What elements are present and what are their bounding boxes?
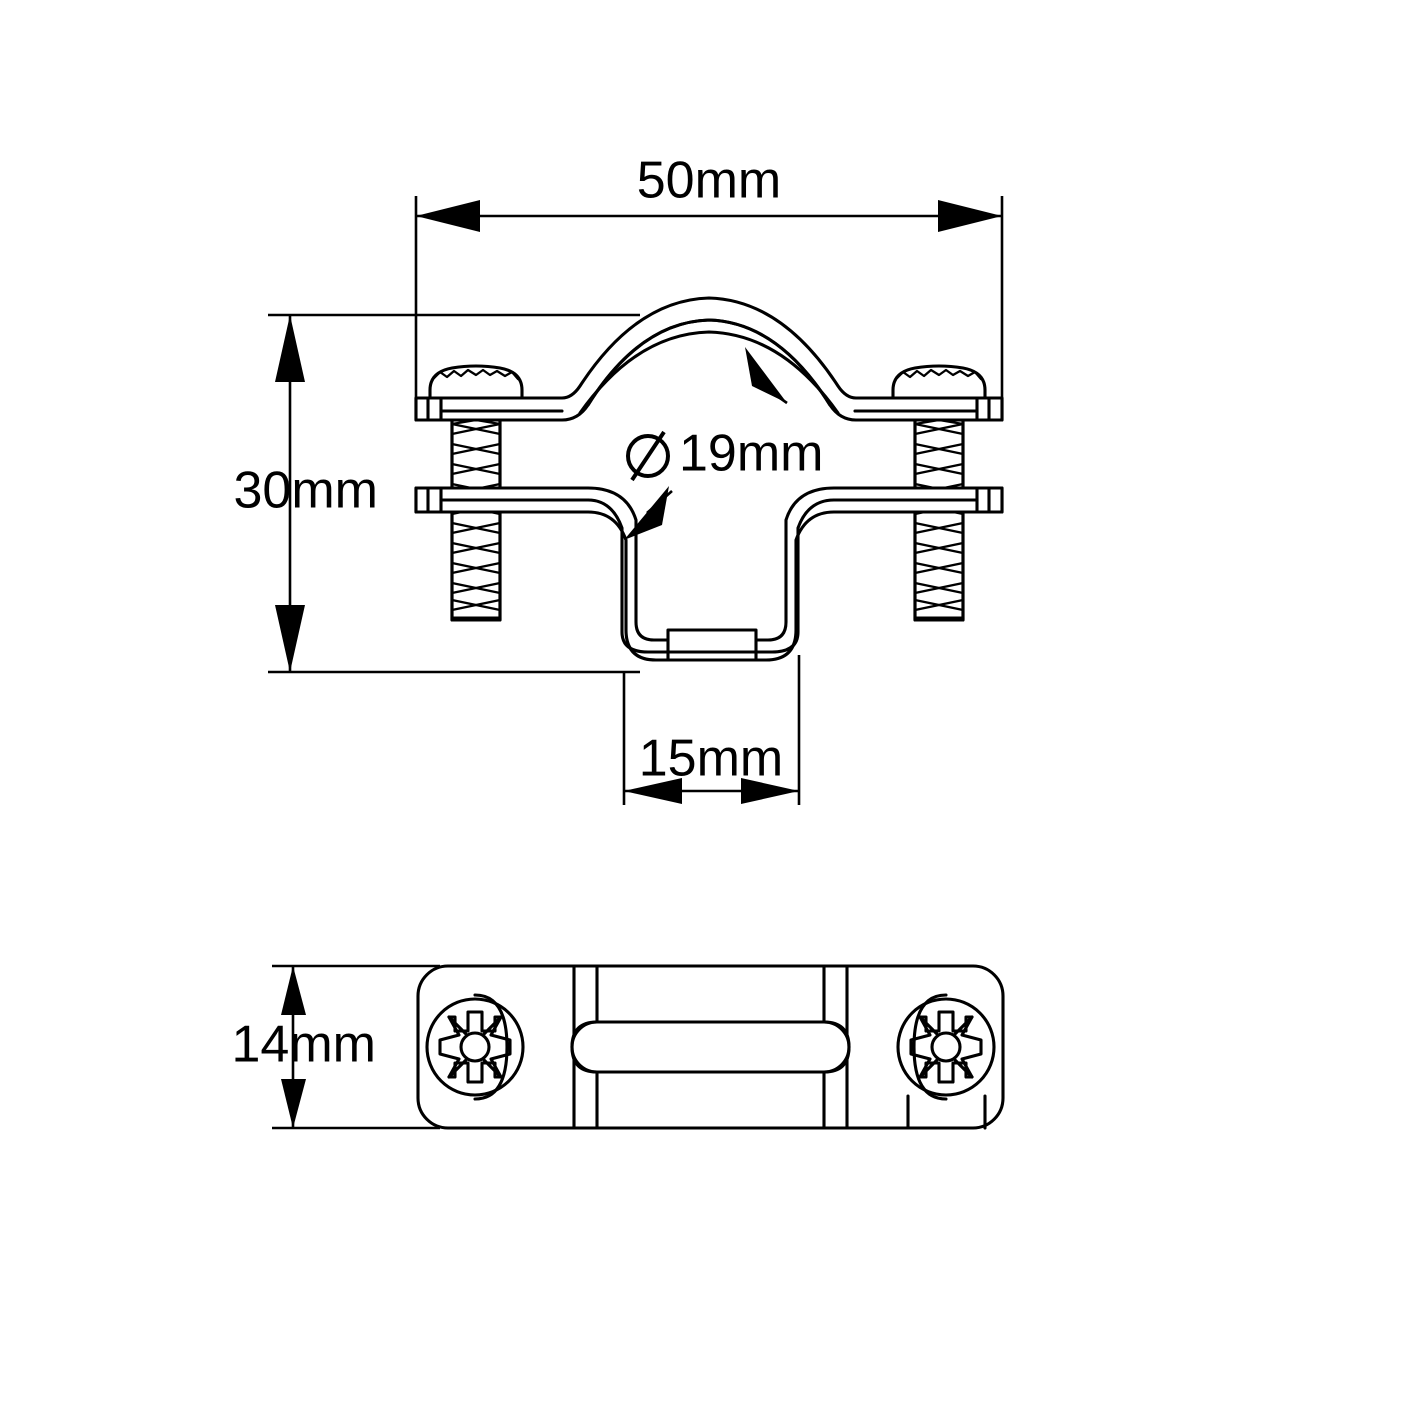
arrowhead-top (275, 315, 305, 382)
clamp-strap-upper (414, 296, 1004, 422)
plan-centre-slot (570, 1020, 851, 1074)
screw-left-head-knurl (432, 368, 520, 381)
dimension-label-foot-width: 15mm (639, 730, 783, 788)
screw-right-head-knurl (895, 368, 983, 381)
diameter-symbol-icon (626, 430, 670, 482)
bracket-base-pad (666, 628, 758, 662)
plan-right-lug-arc (912, 993, 948, 1101)
dimension-label-height: 30mm (234, 462, 378, 520)
dimension-width-50mm: 50mm (414, 152, 1004, 410)
leader-arrowhead-upper (745, 347, 787, 403)
strap-inner-arc (578, 330, 840, 415)
screw-head-right (896, 997, 996, 1097)
plan-view: 14mm (232, 964, 1005, 1130)
dimension-depth-14mm: 14mm (232, 964, 440, 1130)
screw-head-left (425, 997, 525, 1097)
screw-left-thread-lower (450, 521, 502, 612)
arrowhead-left (624, 778, 682, 804)
arrowhead-right (938, 200, 1002, 232)
screw-right-thread-lower (913, 521, 965, 612)
leader-arrowhead-lower (624, 486, 669, 540)
dimension-foot-width-15mm: 15mm (622, 655, 801, 805)
dimension-label-depth: 14mm (232, 1016, 376, 1074)
arrowhead-top (281, 966, 306, 1015)
dimension-bore-19mm: 19mm (624, 347, 823, 540)
arrowhead-bottom (275, 605, 305, 672)
arrowhead-bottom (281, 1079, 306, 1128)
plan-slot-left-cap (570, 1020, 599, 1074)
dimension-height-30mm: 30mm (234, 313, 640, 674)
clamp-base-lower (414, 486, 1004, 662)
plan-slot-right-cap (822, 1020, 851, 1074)
dimension-label-bore: 19mm (679, 425, 823, 483)
arrowhead-right (741, 778, 799, 804)
dimension-label-width: 50mm (637, 152, 781, 210)
pozidriv-icon-left (438, 1010, 512, 1084)
pozidriv-icon-right (909, 1010, 983, 1084)
plan-left-lug-arc (473, 993, 509, 1101)
strap-middle-arc (586, 318, 832, 407)
arrowhead-left (416, 200, 480, 232)
front-elevation-view: 50mm 30mm 15mm (234, 152, 1004, 805)
